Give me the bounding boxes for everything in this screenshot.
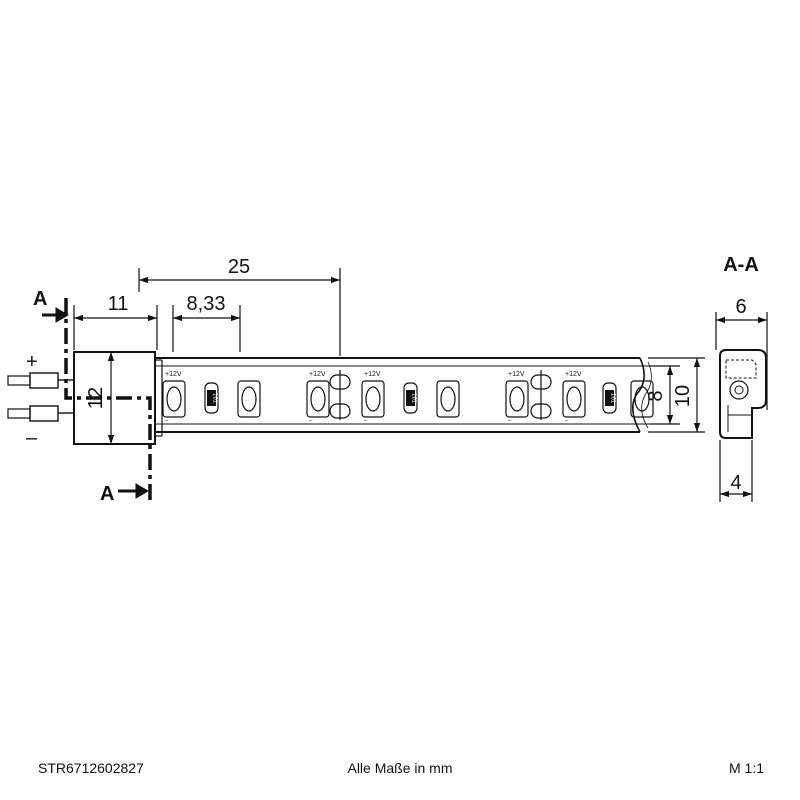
dim-10: 10 bbox=[672, 385, 694, 407]
section-arrows bbox=[42, 307, 149, 499]
section-title: A-A bbox=[723, 254, 759, 276]
end-connector bbox=[7, 351, 163, 445]
section-profile bbox=[719, 349, 767, 439]
pad-label: +12V bbox=[508, 371, 525, 378]
led-chip bbox=[306, 380, 330, 418]
led-group: +12V – +12V – 161 bbox=[361, 371, 529, 424]
cut-marks bbox=[329, 370, 552, 420]
resistor-label: 161 bbox=[411, 393, 417, 404]
pad-label: +12V bbox=[364, 371, 381, 378]
resistor: 161 bbox=[403, 382, 418, 414]
led-strip bbox=[155, 357, 655, 433]
led-chip bbox=[562, 380, 586, 418]
resistor-label: 161 bbox=[212, 393, 218, 404]
dim-12: 12 bbox=[85, 387, 107, 409]
minus-sign: – bbox=[26, 427, 38, 449]
pad-label: +12V bbox=[165, 371, 182, 378]
article-number: STR6712602827 bbox=[38, 760, 144, 776]
led-row: +12V – +12V – 161 +12V – +12V – 161 +12V – 161 bbox=[162, 371, 654, 424]
section-cut-line bbox=[64, 298, 152, 500]
resistor-label: 161 bbox=[610, 393, 616, 404]
led-chip bbox=[361, 380, 385, 418]
dim-8-33: 8,33 bbox=[187, 293, 226, 315]
units-note: Alle Maße in mm bbox=[347, 760, 453, 776]
pad-minus-label: – bbox=[165, 418, 169, 424]
led-group: +12V – 161 bbox=[562, 371, 654, 424]
led-chip bbox=[630, 380, 654, 418]
resistor: 161 bbox=[204, 382, 219, 414]
pad-label: +12V bbox=[309, 371, 326, 378]
led-chip bbox=[436, 380, 460, 418]
dim-4: 4 bbox=[730, 472, 741, 494]
dimension-lines bbox=[73, 268, 768, 502]
pad-label: +12V bbox=[565, 371, 582, 378]
dim-11: 11 bbox=[108, 293, 129, 315]
section-marker-bottom: A bbox=[100, 483, 114, 505]
pad-minus-label: – bbox=[309, 418, 313, 424]
dim-6: 6 bbox=[735, 296, 746, 318]
pad-minus-label: – bbox=[565, 418, 569, 424]
dim-25: 25 bbox=[228, 256, 250, 278]
section-marker-top: A bbox=[33, 288, 47, 310]
led-chip bbox=[237, 380, 261, 418]
plus-sign: + bbox=[26, 351, 38, 373]
resistor: 161 bbox=[602, 382, 617, 414]
scale-label: M 1:1 bbox=[728, 760, 764, 776]
pad-minus-label: – bbox=[364, 418, 368, 424]
led-chip bbox=[162, 380, 186, 418]
pad-minus-label: – bbox=[508, 418, 512, 424]
led-group: +12V – +12V – 161 bbox=[162, 371, 330, 424]
dim-8: 8 bbox=[645, 390, 667, 401]
led-chip bbox=[505, 380, 529, 418]
